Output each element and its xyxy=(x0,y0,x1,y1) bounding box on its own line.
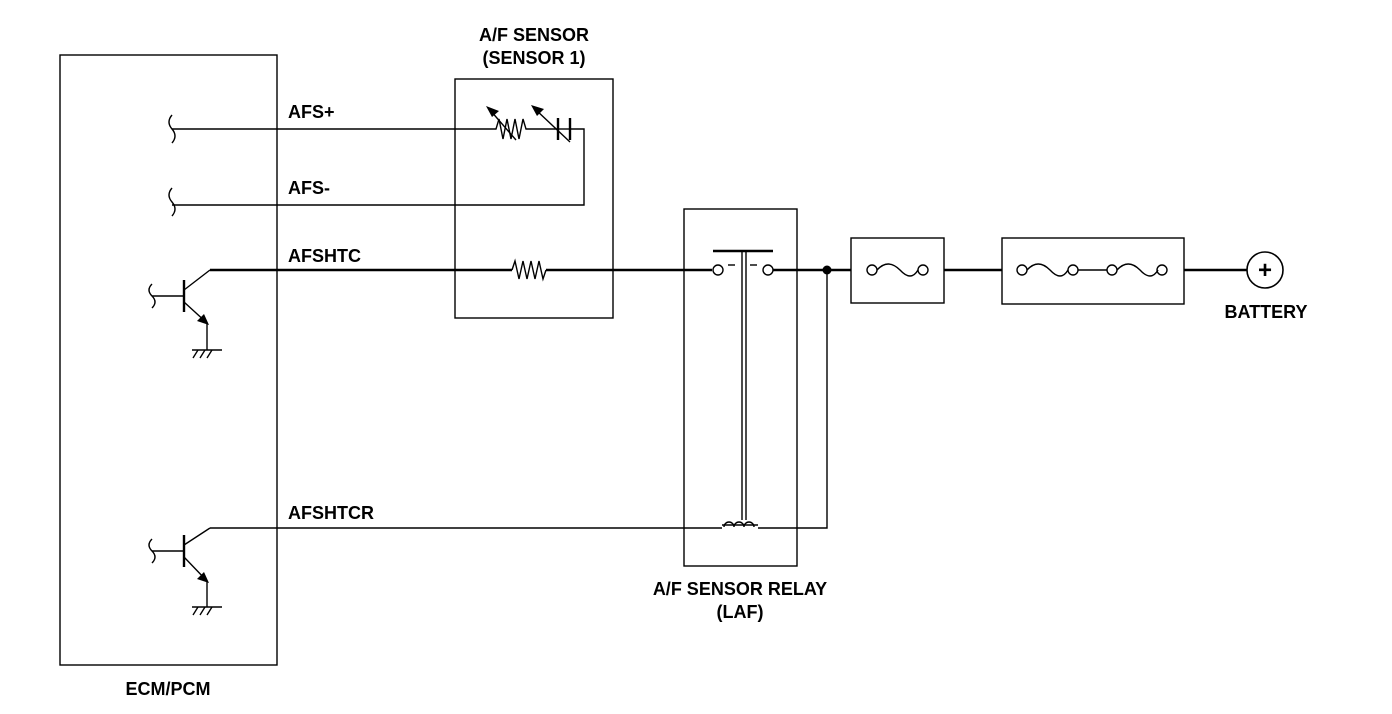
relay-box xyxy=(683,208,798,567)
wire-label-afs-plus: AFS+ xyxy=(288,102,335,122)
afshtcr-driver-transistor xyxy=(148,527,222,616)
ecm-pcm-box xyxy=(59,54,278,666)
ground-icon-2 xyxy=(192,606,222,616)
fuse-2a-icon xyxy=(1026,263,1069,277)
wire-label-afs-minus: AFS- xyxy=(288,178,330,198)
battery-label: BATTERY xyxy=(1225,302,1308,322)
wire-label-afshtcr: AFSHTCR xyxy=(288,503,374,523)
afs-minus-break-symbol xyxy=(168,187,176,217)
fuse-box-2 xyxy=(1001,237,1185,305)
wire-label-afshtc: AFSHTC xyxy=(288,246,361,266)
relay-coil-icon xyxy=(722,251,758,528)
relay-contact-icon xyxy=(712,249,774,520)
fuse-2b-icon xyxy=(1116,263,1159,277)
heater-resistor-icon xyxy=(511,258,547,282)
transistor1-emitter-arrow xyxy=(197,314,209,325)
variable-resistor-icon xyxy=(486,106,558,141)
wire-coil-to-junction xyxy=(758,270,828,529)
relay-title: A/F SENSOR RELAY xyxy=(653,579,827,599)
fuse-box-1 xyxy=(850,237,945,304)
af-sensor: A/F SENSOR (SENSOR 1) xyxy=(454,25,614,319)
battery-plus-symbol: + xyxy=(1258,257,1272,284)
wire-afs-minus xyxy=(172,128,585,206)
battery-icon xyxy=(1246,251,1284,289)
relay-subtitle: (LAF) xyxy=(717,602,764,622)
af-sensor-box xyxy=(454,78,614,319)
battery: + BATTERY xyxy=(1225,251,1308,322)
fuse-1-icon xyxy=(876,263,919,277)
af-sensor-title: A/F SENSOR xyxy=(479,25,589,45)
ecm-pcm-label: ECM/PCM xyxy=(126,679,211,699)
ecm-pcm-module: ECM/PCM xyxy=(59,54,278,699)
variable-cell-icon xyxy=(531,105,572,143)
afshtc-driver-transistor xyxy=(148,269,222,359)
ground-icon-1 xyxy=(192,349,222,359)
af-sensor-subtitle: (SENSOR 1) xyxy=(482,48,585,68)
junction-dot xyxy=(822,265,832,275)
transistor2-emitter-arrow xyxy=(197,572,209,583)
af-sensor-relay: A/F SENSOR RELAY (LAF) xyxy=(653,208,827,622)
